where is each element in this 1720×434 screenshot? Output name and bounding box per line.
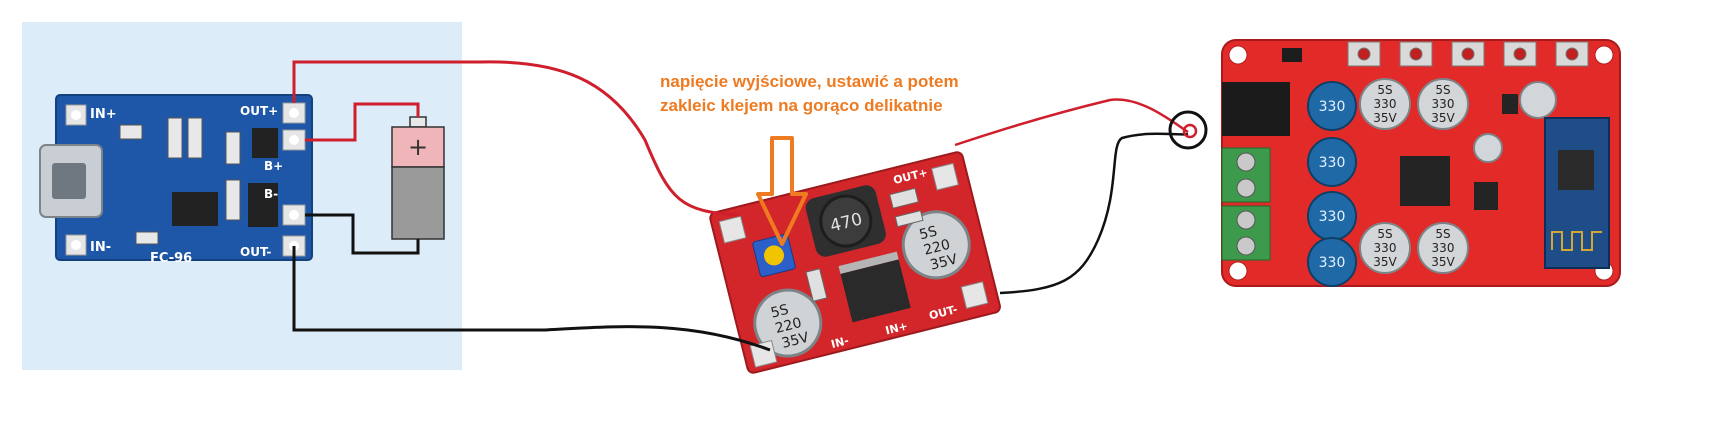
connection-highlight-circle xyxy=(1168,110,1208,150)
converter-pad-out-plus xyxy=(931,162,959,191)
label-b-minus: B- xyxy=(264,187,278,201)
blue-capacitors xyxy=(1307,81,1357,287)
converter-pad-in-plus xyxy=(718,215,747,244)
label-in-minus: IN- xyxy=(90,240,111,255)
charger-ic xyxy=(172,192,218,226)
converter-pad-in-minus xyxy=(749,339,778,368)
white-cap-b-line2: 330 xyxy=(1432,97,1455,111)
amp-ic xyxy=(1400,156,1450,206)
label-in-plus: IN+ xyxy=(90,107,117,122)
wire-red-converter-to-amp xyxy=(954,98,1189,147)
converter-pad-out-minus xyxy=(960,281,989,310)
capacitor-left xyxy=(753,288,823,358)
white-cap-a-line2: 330 xyxy=(1374,97,1397,111)
amp-buttons xyxy=(1347,41,1589,67)
amplifier-board: 330 330 330 330 5S 330 35V 5S 330 35V 5S… xyxy=(1221,39,1621,287)
bluetooth-antenna xyxy=(1551,231,1602,251)
annotation-line-2: zakleic klejem na gorąco delikatnie xyxy=(660,96,943,115)
white-cap-c-line1: 5S xyxy=(1377,227,1392,241)
white-cap-c-line3: 35V xyxy=(1373,255,1397,269)
white-cap-b-line3: 35V xyxy=(1431,111,1455,125)
cap-left-line3: 35V xyxy=(780,330,811,352)
label-b-plus: B+ xyxy=(264,159,283,173)
cap-right-line2: 220 xyxy=(922,237,952,259)
white-cap-a-line1: 5S xyxy=(1377,83,1392,97)
battery-plus-symbol: + xyxy=(408,133,428,161)
white-cap-d-line1: 5S xyxy=(1435,227,1450,241)
annotation-text: napięcie wyjściowe, ustawić a potem zakl… xyxy=(660,70,959,118)
white-cap-d-line2: 330 xyxy=(1432,241,1455,255)
white-cap-b-line1: 5S xyxy=(1435,83,1450,97)
wire-black-converter-to-amp xyxy=(999,132,1189,295)
cap-right-line3: 35V xyxy=(929,251,960,273)
label-model: FC-96 xyxy=(150,251,192,266)
bluetooth-module xyxy=(1544,117,1610,269)
wire-red-to-battery xyxy=(305,102,420,142)
cap-left-line1: 5S xyxy=(769,302,790,322)
blue-cap-label-1: 330 xyxy=(1319,99,1346,115)
converter-label-in-plus: IN+ xyxy=(884,319,909,337)
converter-ic xyxy=(840,259,911,323)
cap-right-line1: 5S xyxy=(918,223,939,243)
white-cap-a-line3: 35V xyxy=(1373,111,1397,125)
wire-black-to-battery xyxy=(305,213,420,255)
dc-jack xyxy=(1222,82,1290,136)
converter-board: 470 5S 220 35V 5S 220 35V xyxy=(709,151,1001,374)
protection-ic xyxy=(248,183,278,227)
annotation-line-1: napięcie wyjściowe, ustawić a potem xyxy=(660,72,959,91)
capacitor-right xyxy=(901,210,971,280)
wire-red-charger-to-converter xyxy=(292,60,741,217)
blue-cap-label-4: 330 xyxy=(1319,255,1346,271)
charger-board: IN+ IN- FC-96 OUT+ B+ B- OUT- xyxy=(39,94,313,266)
wire-black-charger-to-converter xyxy=(292,246,771,352)
converter-label-in-minus: IN- xyxy=(830,334,850,351)
blue-cap-label-2: 330 xyxy=(1319,155,1346,171)
label-out-minus: OUT- xyxy=(240,245,271,259)
battery: + xyxy=(391,116,445,240)
label-out-plus: OUT+ xyxy=(240,104,278,118)
cap-left-line2: 220 xyxy=(774,315,804,337)
annotation-arrow xyxy=(756,136,808,246)
blue-cap-label-3: 330 xyxy=(1319,209,1346,225)
white-capacitors xyxy=(1359,78,1469,274)
white-cap-d-line3: 35V xyxy=(1431,255,1455,269)
white-cap-c-line2: 330 xyxy=(1374,241,1397,255)
